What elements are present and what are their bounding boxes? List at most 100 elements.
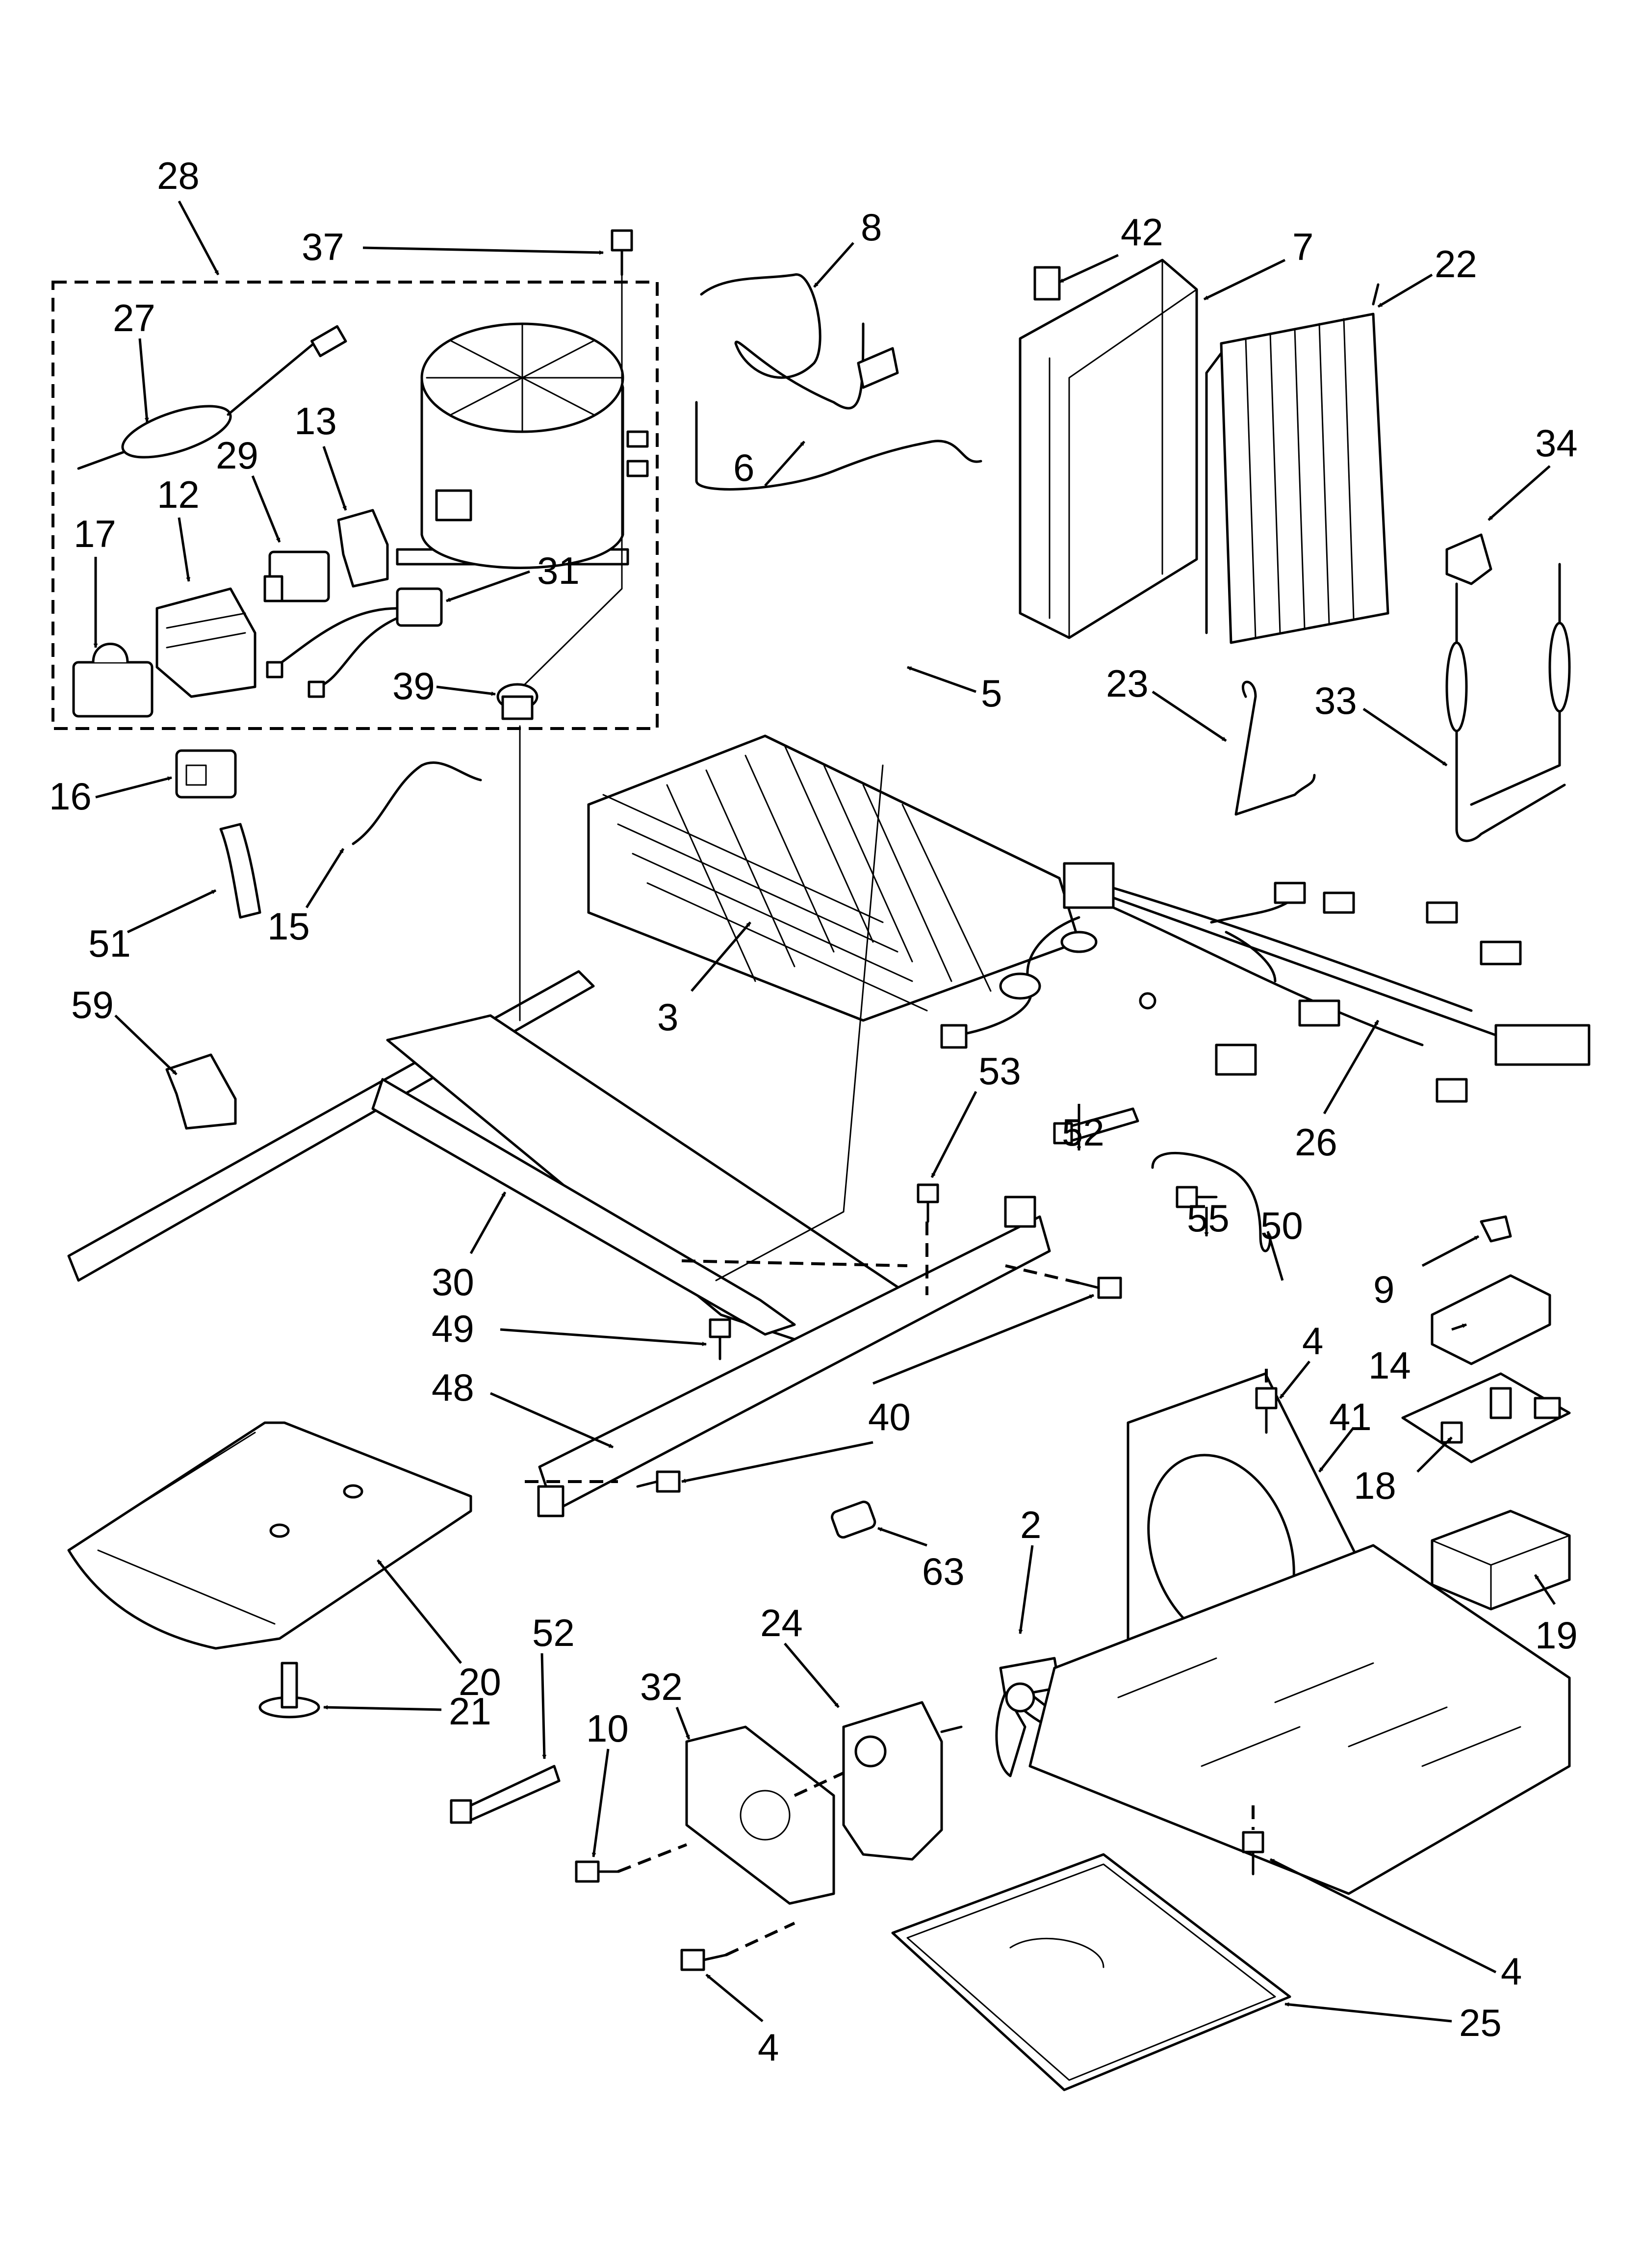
label-52-upper: 52 — [1062, 1111, 1104, 1154]
label-21: 21 — [449, 1690, 491, 1733]
bolt-37 — [611, 229, 633, 276]
bracket-32 — [685, 1725, 835, 1905]
label-12: 12 — [157, 473, 200, 516]
hose-51 — [219, 823, 261, 919]
cover-14 — [1431, 1274, 1551, 1365]
fan-motor-24 — [842, 1701, 963, 1861]
label-22: 22 — [1435, 242, 1477, 286]
compressor-kit-boundary — [51, 281, 659, 730]
label-13: 13 — [294, 399, 337, 443]
label-2: 2 — [1020, 1503, 1041, 1546]
start-device-12 — [155, 587, 257, 698]
label-14: 14 — [1368, 1344, 1411, 1387]
clip-34 — [1445, 533, 1492, 585]
cover-plate-20 — [67, 1421, 472, 1650]
wire-harness-31 — [266, 587, 443, 698]
wire-15 — [352, 761, 482, 845]
frame-30 — [67, 970, 928, 1341]
label-17: 17 — [74, 512, 116, 555]
label-15: 15 — [267, 905, 310, 948]
label-48: 48 — [432, 1366, 474, 1409]
screw-10 — [575, 1860, 619, 1883]
grommet-39 — [496, 683, 539, 720]
condenser-coil-3 — [587, 734, 1080, 1022]
tie-52-upper — [1053, 1107, 1139, 1145]
screw-40-upper — [1078, 1277, 1122, 1299]
foot-21 — [258, 1662, 320, 1719]
label-4-right: 4 — [1501, 1950, 1522, 1993]
label-10: 10 — [586, 1707, 629, 1750]
label-5: 5 — [981, 672, 1002, 715]
label-18: 18 — [1354, 1464, 1396, 1507]
assembly-lines — [519, 725, 884, 1281]
clip-9 — [1480, 1215, 1512, 1243]
main-harness-26 — [940, 862, 1591, 1103]
fuse-63 — [831, 1500, 876, 1539]
label-34: 34 — [1535, 421, 1578, 465]
label-20: 20 — [459, 1660, 501, 1703]
tube-33 — [1445, 563, 1571, 842]
label-55: 55 — [1187, 1197, 1230, 1240]
label-25: 25 — [1459, 2001, 1502, 2044]
assembly-dashes — [525, 1222, 1079, 1483]
label-40: 40 — [868, 1395, 911, 1438]
label-49: 49 — [432, 1307, 474, 1350]
label-3: 3 — [657, 995, 678, 1039]
bracket-59 — [165, 1053, 237, 1130]
label-8: 8 — [861, 206, 882, 249]
label-39: 39 — [392, 664, 435, 707]
relay-29 — [263, 550, 330, 602]
label-16: 16 — [49, 775, 92, 818]
label-63: 63 — [922, 1550, 965, 1593]
assembly-line-37 — [524, 274, 623, 685]
housing-7 — [1019, 259, 1198, 639]
label-33: 33 — [1314, 679, 1357, 722]
label-42: 42 — [1121, 210, 1163, 254]
rail-48 — [537, 1196, 1051, 1517]
evaporator-22 — [1205, 283, 1389, 644]
clip-42 — [1033, 266, 1061, 301]
screw-49 — [709, 1318, 731, 1360]
control-board-18 — [1401, 1372, 1571, 1463]
label-30: 30 — [432, 1260, 474, 1303]
screw-4-lower — [680, 1949, 727, 1971]
box-19 — [1431, 1510, 1571, 1611]
wire-50 — [1151, 1151, 1272, 1252]
label-41: 41 — [1329, 1395, 1372, 1438]
leader-lines — [93, 200, 1556, 2023]
tube-6 — [695, 401, 982, 491]
label-52-lower: 52 — [532, 1611, 575, 1654]
label-28: 28 — [157, 154, 200, 197]
label-7: 7 — [1292, 225, 1313, 268]
label-19: 19 — [1535, 1614, 1578, 1657]
label-23: 23 — [1106, 662, 1149, 705]
screw-4-right — [1242, 1831, 1264, 1876]
label-6: 6 — [733, 446, 754, 489]
assembly-dashes-lower — [617, 1765, 859, 1956]
tube-8 — [700, 273, 865, 410]
label-27: 27 — [113, 296, 155, 339]
shroud-41 — [1028, 1372, 1571, 1895]
label-29: 29 — [216, 434, 258, 477]
drain-pan-25 — [891, 1853, 1291, 2091]
clip-13 — [337, 509, 389, 588]
label-32: 32 — [640, 1665, 683, 1708]
clip-5 — [857, 347, 899, 389]
label-59: 59 — [71, 983, 114, 1026]
label-50: 50 — [1260, 1204, 1303, 1247]
tie-52-lower — [450, 1765, 561, 1824]
label-53: 53 — [978, 1049, 1021, 1093]
label-9: 9 — [1373, 1268, 1394, 1311]
screw-4-upper — [1255, 1387, 1278, 1434]
label-26: 26 — [1295, 1121, 1337, 1164]
label-31: 31 — [537, 549, 580, 592]
label-4-upper: 4 — [1302, 1319, 1323, 1362]
capacitor-17 — [72, 643, 154, 718]
label-24: 24 — [760, 1601, 803, 1644]
screw-40-lower — [636, 1470, 681, 1493]
label-4-lower: 4 — [758, 2026, 779, 2069]
drier-27 — [77, 325, 347, 470]
compressor — [396, 322, 649, 569]
